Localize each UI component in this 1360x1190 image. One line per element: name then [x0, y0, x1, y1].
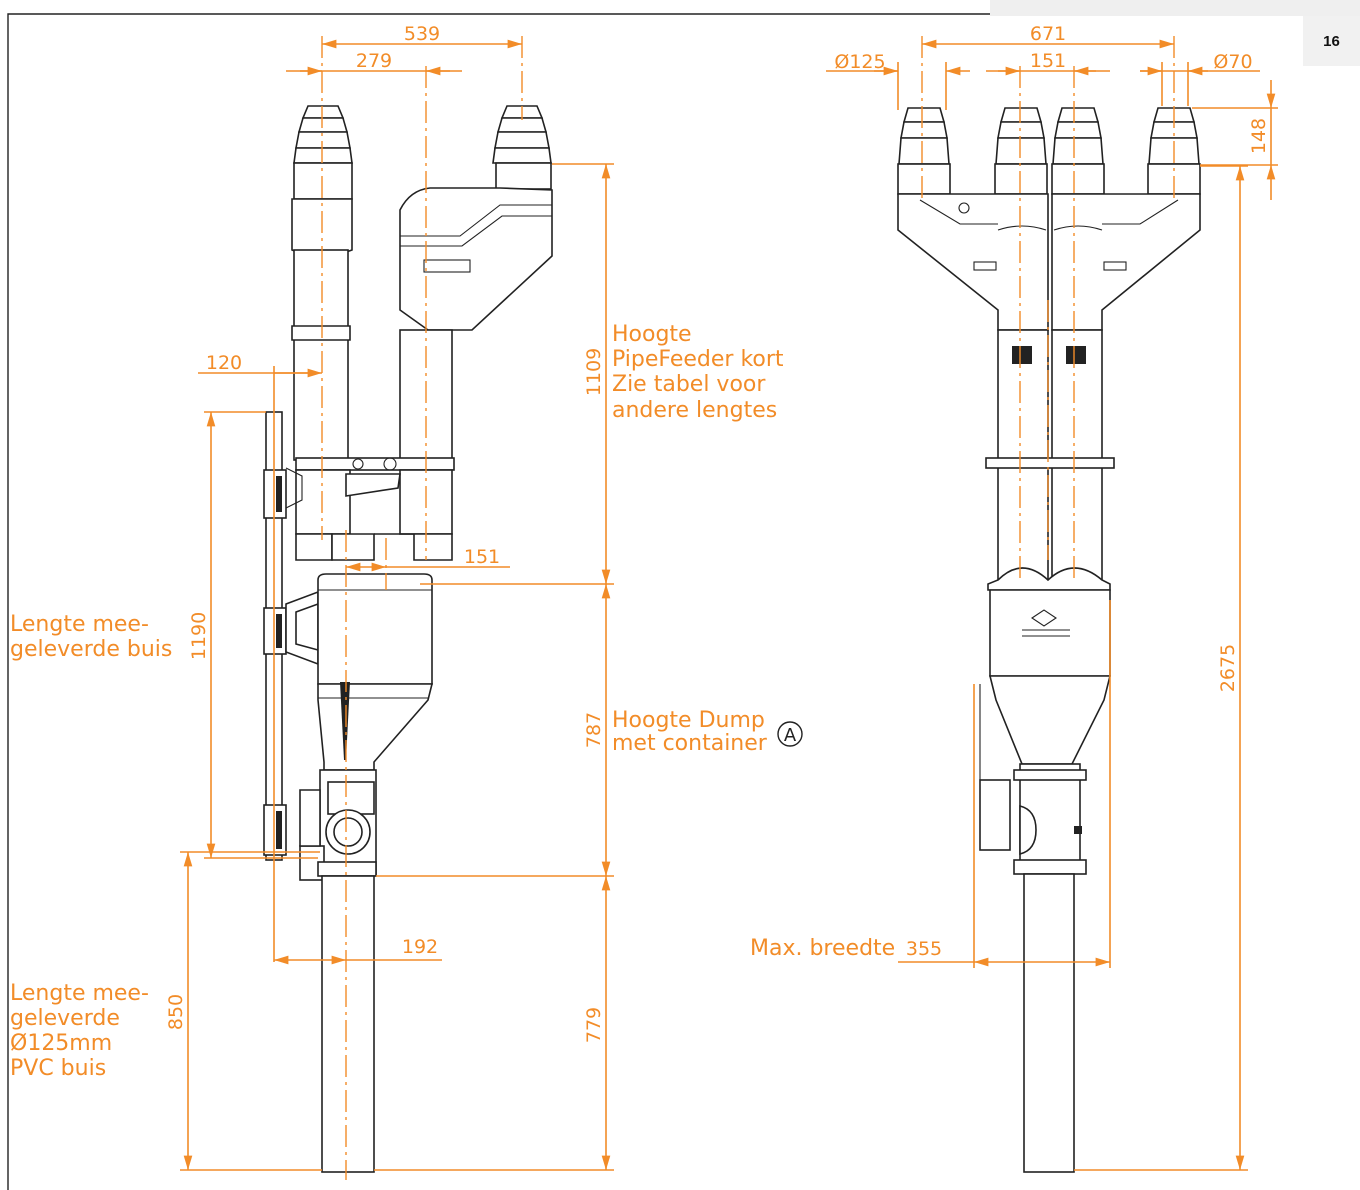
note-pipefeeder-1: Hoogte [612, 322, 692, 347]
front-tube-left [997, 329, 1049, 581]
front-clamp [985, 457, 1115, 469]
dim-151-front: 151 [1030, 50, 1066, 72]
marker-a: A [777, 721, 803, 747]
dim-671: 671 [1030, 23, 1066, 45]
note-buis-2: geleverde buis [10, 637, 172, 662]
dim-279: 279 [356, 50, 392, 72]
note-max-breedte: Max. breedte [750, 936, 895, 961]
note-pipefeeder-4: andere lengtes [612, 398, 777, 423]
side-view-dimensions [180, 36, 614, 1180]
dim-850: 850 [165, 994, 187, 1030]
note-pvc-4: PVC buis [10, 1056, 106, 1081]
dim-dia-70: Ø70 [1213, 51, 1252, 73]
left-tube [293, 249, 349, 461]
sheet-frame [7, 13, 990, 1190]
note-pvc-1: Lengte mee- [10, 981, 149, 1006]
dim-787: 787 [583, 712, 605, 748]
dim-1109: 1109 [583, 348, 605, 396]
dim-1190: 1190 [188, 612, 210, 660]
dim-779: 779 [583, 1007, 605, 1043]
front-pvc-pipe [1023, 873, 1075, 1173]
side-view-machine [263, 105, 553, 1173]
note-dump-2: met container [612, 731, 768, 756]
dim-120: 120 [206, 352, 242, 374]
note-dump: Hoogte Dump met container [612, 708, 768, 756]
note-pvc: Lengte mee- geleverde Ø125mm PVC buis [10, 981, 149, 1081]
note-dump-1: Hoogte Dump [612, 708, 765, 733]
front-bellows-3 [1052, 107, 1104, 165]
dim-355: 355 [906, 938, 942, 960]
note-pipefeeder-3: Zie tabel voor [612, 372, 766, 397]
dim-dia-125: Ø125 [834, 51, 885, 73]
front-view-machine [897, 107, 1201, 1173]
front-bellows-2 [995, 107, 1047, 165]
note-pvc-3: Ø125mm [10, 1031, 112, 1056]
left-manifold [897, 193, 1049, 331]
front-bellows-1 [898, 107, 950, 165]
page-tab [990, 0, 1360, 16]
dim-148: 148 [1248, 118, 1270, 154]
note-pipefeeder-2: PipeFeeder kort [612, 347, 784, 372]
front-motor [979, 779, 1011, 851]
note-pipefeeder: Hoogte PipeFeeder kort Zie tabel voor an… [612, 322, 784, 423]
front-view-dimensions [826, 36, 1278, 1171]
front-funnel [988, 675, 1112, 765]
pvc-pipe [321, 875, 375, 1173]
dump-funnel [317, 683, 434, 771]
note-buis: Lengte mee- geleverde buis [10, 612, 172, 662]
dim-192: 192 [402, 936, 438, 958]
note-buis-1: Lengte mee- [10, 612, 149, 637]
note-pvc-2: geleverde [10, 1006, 120, 1031]
dim-539: 539 [404, 23, 440, 45]
clamp-band [295, 457, 455, 471]
dim-151-side: 151 [464, 546, 500, 568]
marker-a-circle [777, 721, 803, 747]
pipe-feeder-body [399, 187, 553, 331]
dim-2675: 2675 [1217, 644, 1239, 692]
left-tube-bellows [293, 105, 353, 200]
marker-a-label: A [784, 725, 797, 746]
front-container [989, 589, 1111, 677]
page-number: 16 [1303, 16, 1360, 66]
front-tube-right [1051, 329, 1103, 581]
